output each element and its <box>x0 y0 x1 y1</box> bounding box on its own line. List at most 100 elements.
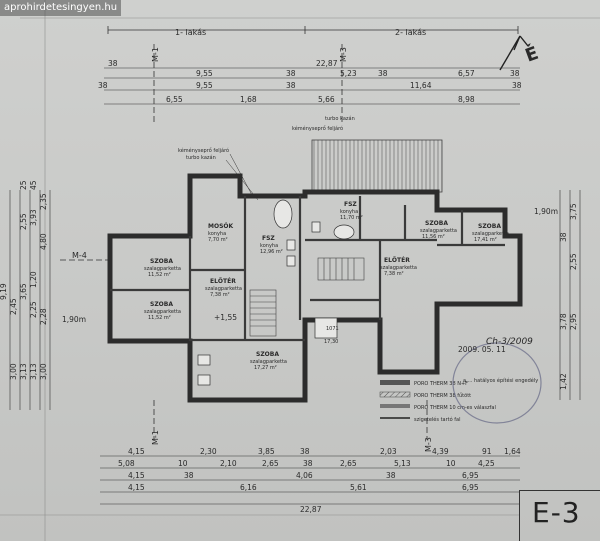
svg-text:17,41 m²: 17,41 m² <box>474 237 497 243</box>
svg-text:FSZ: FSZ <box>344 201 357 208</box>
svg-text:9,55: 9,55 <box>196 69 213 78</box>
svg-text:7,70 m²: 7,70 m² <box>208 237 228 243</box>
svg-text:1,68: 1,68 <box>240 95 257 104</box>
svg-text:2,10: 2,10 <box>220 459 237 468</box>
svg-text:12,96 m²: 12,96 m² <box>260 249 283 255</box>
svg-text:11,56 m²: 11,56 m² <box>422 234 445 240</box>
svg-text:ELŐTÉR: ELŐTÉR <box>384 256 410 264</box>
svg-text:3,13: 3,13 <box>19 363 28 380</box>
svg-text:konyha: konyha <box>260 243 278 249</box>
top-dimension-text: 38 22,87 9,55 38 5,23 38 6,57 38 38 9,55… <box>98 59 522 104</box>
svg-text:5,61: 5,61 <box>350 483 367 492</box>
svg-text:7,38 m²: 7,38 m² <box>210 292 230 298</box>
svg-text:10: 10 <box>178 459 188 468</box>
svg-text:ELŐTÉR: ELŐTÉR <box>210 277 236 285</box>
room-tag: 17,30 <box>324 339 338 345</box>
svg-text:4,15: 4,15 <box>128 483 145 492</box>
svg-text:38: 38 <box>98 81 108 90</box>
svg-text:2,35: 2,35 <box>39 193 48 210</box>
svg-text:38: 38 <box>286 69 296 78</box>
north-arrow <box>499 35 529 71</box>
svg-text:MOSÓK: MOSÓK <box>208 223 233 230</box>
svg-text:4,15: 4,15 <box>128 471 145 480</box>
svg-text:3,00: 3,00 <box>9 363 18 380</box>
svg-text:3,75: 3,75 <box>569 203 578 220</box>
svg-text:szalagparketta: szalagparketta <box>144 266 181 272</box>
stamp-date: 2009. 05. 11 <box>458 345 506 354</box>
interior-walls <box>110 196 505 342</box>
svg-text:5,08: 5,08 <box>118 459 135 468</box>
section-marks <box>153 44 428 440</box>
svg-text:38: 38 <box>303 459 313 468</box>
svg-text:5,13: 5,13 <box>394 459 411 468</box>
sheet-id-frame <box>519 490 600 541</box>
svg-text:szalagparketta: szalagparketta <box>250 359 287 365</box>
level-mark: +1,55 <box>214 313 237 322</box>
svg-text:turbo kazán: turbo kazán <box>186 154 216 161</box>
top-dimension-lines <box>104 67 520 105</box>
left-dimension-lines <box>9 190 51 410</box>
svg-text:1,64: 1,64 <box>504 447 521 456</box>
svg-text:PORO THERM 38 fűtött: PORO THERM 38 fűtött <box>414 393 471 399</box>
svg-text:PORO THERM 38 N+F: PORO THERM 38 N+F <box>414 381 468 387</box>
svg-text:91: 91 <box>482 447 492 456</box>
svg-text:38: 38 <box>184 471 194 480</box>
svg-text:10: 10 <box>446 459 456 468</box>
svg-text:11,70 m²: 11,70 m² <box>340 215 363 221</box>
svg-text:22,87: 22,87 <box>316 59 338 68</box>
unit-label-left: 1- lakás <box>175 28 206 37</box>
svg-text:38: 38 <box>559 232 568 242</box>
svg-text:11,52 m²: 11,52 m² <box>148 272 171 278</box>
svg-text:2,95: 2,95 <box>569 313 578 330</box>
svg-text:45: 45 <box>29 180 38 190</box>
stairs <box>249 257 365 337</box>
svg-text:38: 38 <box>510 69 520 78</box>
svg-text:38: 38 <box>286 81 296 90</box>
section-label-m4: M-4 <box>72 251 87 260</box>
svg-text:11,52 m²: 11,52 m² <box>148 315 171 321</box>
svg-text:szalagparketta: szalagparketta <box>205 286 242 292</box>
bottom-dimension-lines <box>100 455 520 505</box>
svg-text:5,23: 5,23 <box>340 69 357 78</box>
right-dimension-lines <box>559 190 581 400</box>
svg-text:szalagparketta: szalagparketta <box>420 228 457 234</box>
svg-text:3,78: 3,78 <box>559 313 568 330</box>
svg-text:3,00: 3,00 <box>39 363 48 380</box>
section-label-m3-top: M-3 <box>339 47 348 62</box>
svg-text:3,13: 3,13 <box>29 363 38 380</box>
svg-text:9,19: 9,19 <box>0 283 8 300</box>
svg-text:38: 38 <box>378 69 388 78</box>
svg-text:3,85: 3,85 <box>258 447 275 456</box>
svg-text:turbo kazán: turbo kazán <box>325 115 355 122</box>
svg-text:7,38 m²: 7,38 m² <box>384 271 404 277</box>
svg-text:6,55: 6,55 <box>166 95 183 104</box>
left-dimension-text: 2,35 45 25 3,93 2,55 4,80 2,45 1,20 3,65… <box>0 180 86 380</box>
svg-text:SZOBA: SZOBA <box>478 223 501 230</box>
svg-text:11,64: 11,64 <box>410 81 432 90</box>
section-label-m1-top: M-1 <box>151 47 160 62</box>
bottom-dimension-text: 4,15 2,30 3,85 38 2,03 4,39 91 1,64 5,08… <box>118 447 521 514</box>
svg-text:22,87: 22,87 <box>300 505 322 514</box>
svg-text:2,45: 2,45 <box>9 298 18 315</box>
wall-legend: PORO THERM 38 N+F PORO THERM 38 fűtött P… <box>379 380 496 423</box>
svg-text:6,57: 6,57 <box>458 69 475 78</box>
svg-text:2,55: 2,55 <box>19 213 28 230</box>
svg-text:3,93: 3,93 <box>29 209 38 226</box>
svg-text:38: 38 <box>108 59 118 68</box>
svg-text:SZOBA: SZOBA <box>150 258 173 265</box>
svg-text:2,30: 2,30 <box>200 447 217 456</box>
svg-text:25: 25 <box>19 180 28 190</box>
svg-text:5,66: 5,66 <box>318 95 335 104</box>
north-label: É <box>522 42 541 67</box>
svg-text:6,95: 6,95 <box>462 483 479 492</box>
svg-text:szalagparketta: szalagparketta <box>472 231 509 237</box>
svg-text:38: 38 <box>386 471 396 480</box>
